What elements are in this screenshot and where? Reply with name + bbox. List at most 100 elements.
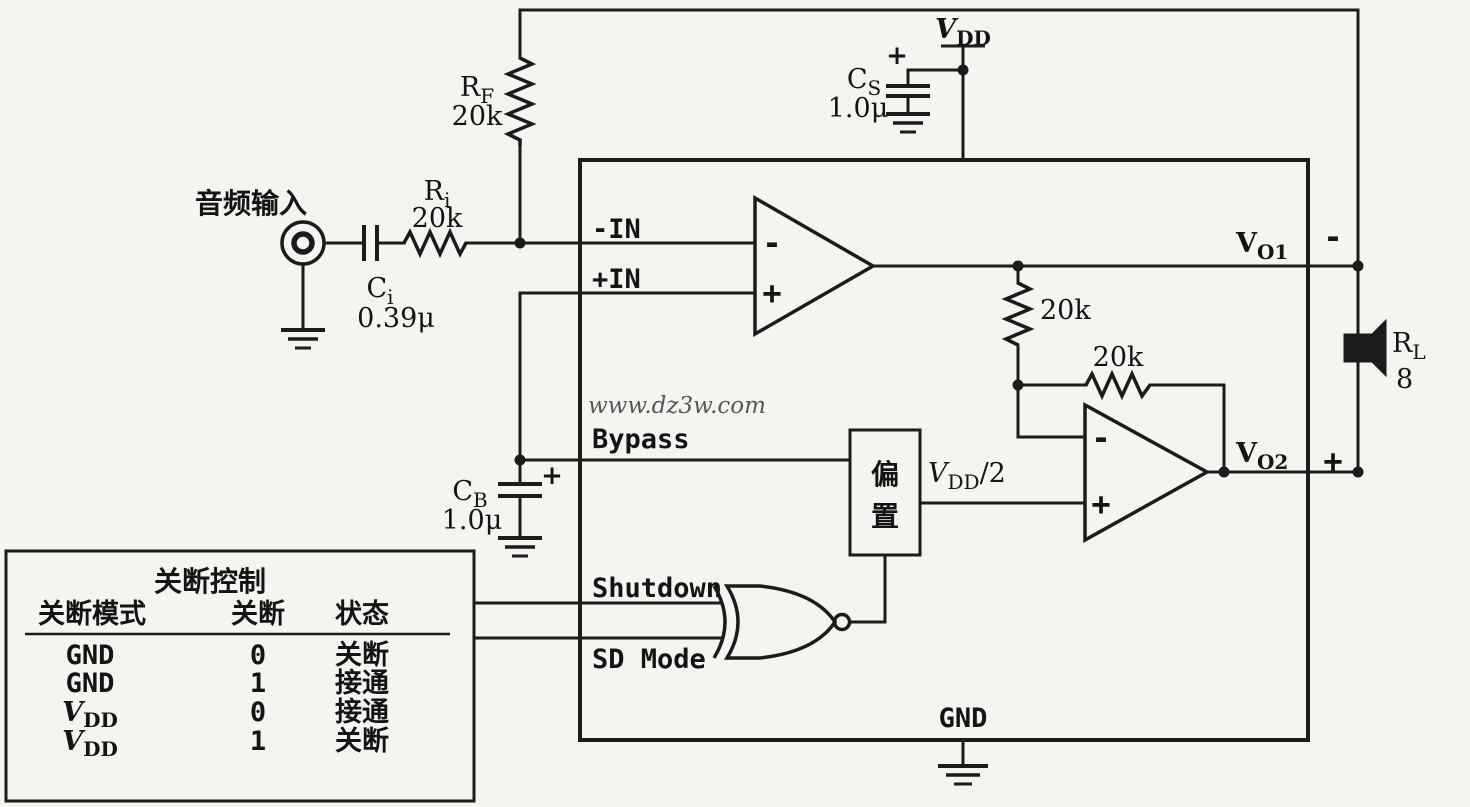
- table-row: GND 1 接通: [66, 668, 389, 699]
- pin-pos-in: +IN: [592, 264, 641, 295]
- junction-dots: [514, 64, 1364, 478]
- capacitor-ci: Ci 0.39μ: [357, 225, 435, 334]
- audio-input-label: 音频输入: [195, 187, 307, 219]
- ground-symbol-ic: [938, 764, 988, 786]
- bias-char1: 偏: [871, 459, 899, 490]
- vo1-main: V: [1235, 228, 1258, 259]
- rf-value: 20k: [452, 101, 503, 132]
- wire-r2-right: [1148, 383, 1226, 474]
- row1-mode: GND: [66, 640, 115, 671]
- ground-symbol-cb: [498, 536, 542, 558]
- table-box: [4, 549, 476, 803]
- vo1-network: 20k: [871, 264, 1360, 387]
- table-header-sd: 关断: [231, 599, 285, 629]
- opamp2-triangle: [1083, 402, 1211, 543]
- audio-input: 音频输入: [195, 187, 366, 350]
- vdd-supply: VDD: [935, 14, 991, 162]
- cb-value: 1.0μ: [442, 505, 503, 536]
- node-opamp2-in: [1012, 379, 1024, 391]
- row3-state: 接通: [335, 697, 389, 727]
- row4-mode-main: V: [62, 726, 86, 757]
- opamp2-minus: -: [1091, 419, 1110, 457]
- feedback-network: RF 20k: [452, 8, 1360, 268]
- rf-sub: F: [480, 84, 494, 108]
- table-header-state: 状态: [335, 599, 389, 629]
- cb-polarity: +: [541, 461, 563, 491]
- row2-sd: 1: [250, 668, 266, 699]
- ic-outline: [578, 158, 1310, 742]
- vo2-label: VO2: [1235, 438, 1288, 474]
- capacitor-cb: + CB 1.0μ: [442, 458, 563, 558]
- xnor-bubble: [832, 612, 852, 632]
- wire-vdd-to-cs: [906, 68, 965, 88]
- row3-mode-main: V: [62, 697, 86, 728]
- vdd-half-main: V: [928, 458, 950, 489]
- rl-label: RL: [1392, 328, 1426, 364]
- pos-in-network: [518, 291, 852, 462]
- opamp1: - +: [753, 194, 877, 338]
- ci-label: Ci: [366, 273, 393, 309]
- rf-name: R: [460, 72, 481, 103]
- watermark: www.dz3w.com: [588, 393, 766, 419]
- r1-value: 20k: [1040, 295, 1091, 326]
- cb-sub: B: [473, 488, 488, 512]
- bias-block: 偏 置 VDD/2: [848, 428, 1087, 624]
- opamp1-triangle: [753, 194, 877, 338]
- pin-shutdown: Shutdown: [592, 573, 722, 604]
- row4-sd: 1: [250, 726, 266, 757]
- rl-value: 8: [1396, 364, 1413, 395]
- bias-char2: 置: [871, 501, 899, 532]
- vdd-main: V: [935, 14, 959, 45]
- vo1-sub: O1: [1257, 240, 1288, 264]
- bias-box: [848, 428, 922, 557]
- xnor-gate: [472, 584, 852, 660]
- node-bypass: [514, 454, 526, 466]
- rl-sub: L: [1412, 340, 1425, 364]
- node-vo2-feedback: [1218, 466, 1230, 478]
- pin-bypass: Bypass: [592, 424, 690, 455]
- speaker-cone: [1371, 318, 1387, 378]
- wire-opamp2-neg-input: [1016, 383, 1087, 439]
- pin-gnd: GND: [939, 703, 988, 734]
- row2-mode-main: GND: [66, 668, 115, 699]
- table-row: VDD 0 接通: [62, 697, 389, 732]
- vdd-half-suffix: /2: [980, 458, 1006, 489]
- resistor-ri: Ri 20k: [402, 176, 757, 259]
- row2-state: 接通: [335, 668, 389, 698]
- table-header-mode: 关断模式: [38, 599, 146, 629]
- row4-mode: VDD: [62, 726, 118, 761]
- ri-value: 20k: [412, 203, 463, 234]
- cs-sub: S: [867, 76, 881, 100]
- rl-name: R: [1392, 328, 1413, 359]
- node-vo1-r1: [1012, 260, 1024, 272]
- opamp1-plus: +: [762, 274, 781, 312]
- vo2-sub: O2: [1257, 450, 1288, 474]
- table-row: GND 0 关断: [66, 640, 389, 671]
- cs-label: CS: [847, 64, 881, 100]
- row3-sd: 0: [250, 697, 266, 728]
- resistor-r2: [1084, 369, 1152, 401]
- table-row: VDD 1 关断: [62, 726, 389, 761]
- vo1-sign: -: [1323, 218, 1342, 256]
- resistor-ri-zigzag: [402, 227, 468, 259]
- output-labels: VO1 - VO2 +: [1235, 218, 1343, 480]
- row1-state: 关断: [335, 640, 389, 670]
- gnd-pin: [938, 738, 988, 786]
- row1-mode-main: GND: [66, 640, 115, 671]
- rca-jack-outer: [280, 220, 326, 266]
- row4-state: 关断: [335, 726, 389, 756]
- table-title: 关断控制: [154, 565, 266, 597]
- wire-bias-to-gate: [848, 553, 887, 624]
- pin-sd-mode: SD Mode: [592, 644, 706, 675]
- ground-symbol-cs: [886, 112, 930, 134]
- opamp2: - +: [1083, 402, 1360, 543]
- vo1-label: VO1: [1235, 228, 1288, 264]
- row4-mode-sub: DD: [83, 737, 118, 761]
- xnor-back-arc: [712, 585, 727, 659]
- cs-polarity: +: [886, 41, 908, 71]
- vdd-half-sub: DD: [948, 470, 980, 494]
- node-vo1-out: [1352, 260, 1364, 272]
- resistor-rf: [503, 56, 537, 146]
- ci-name: C: [366, 273, 387, 304]
